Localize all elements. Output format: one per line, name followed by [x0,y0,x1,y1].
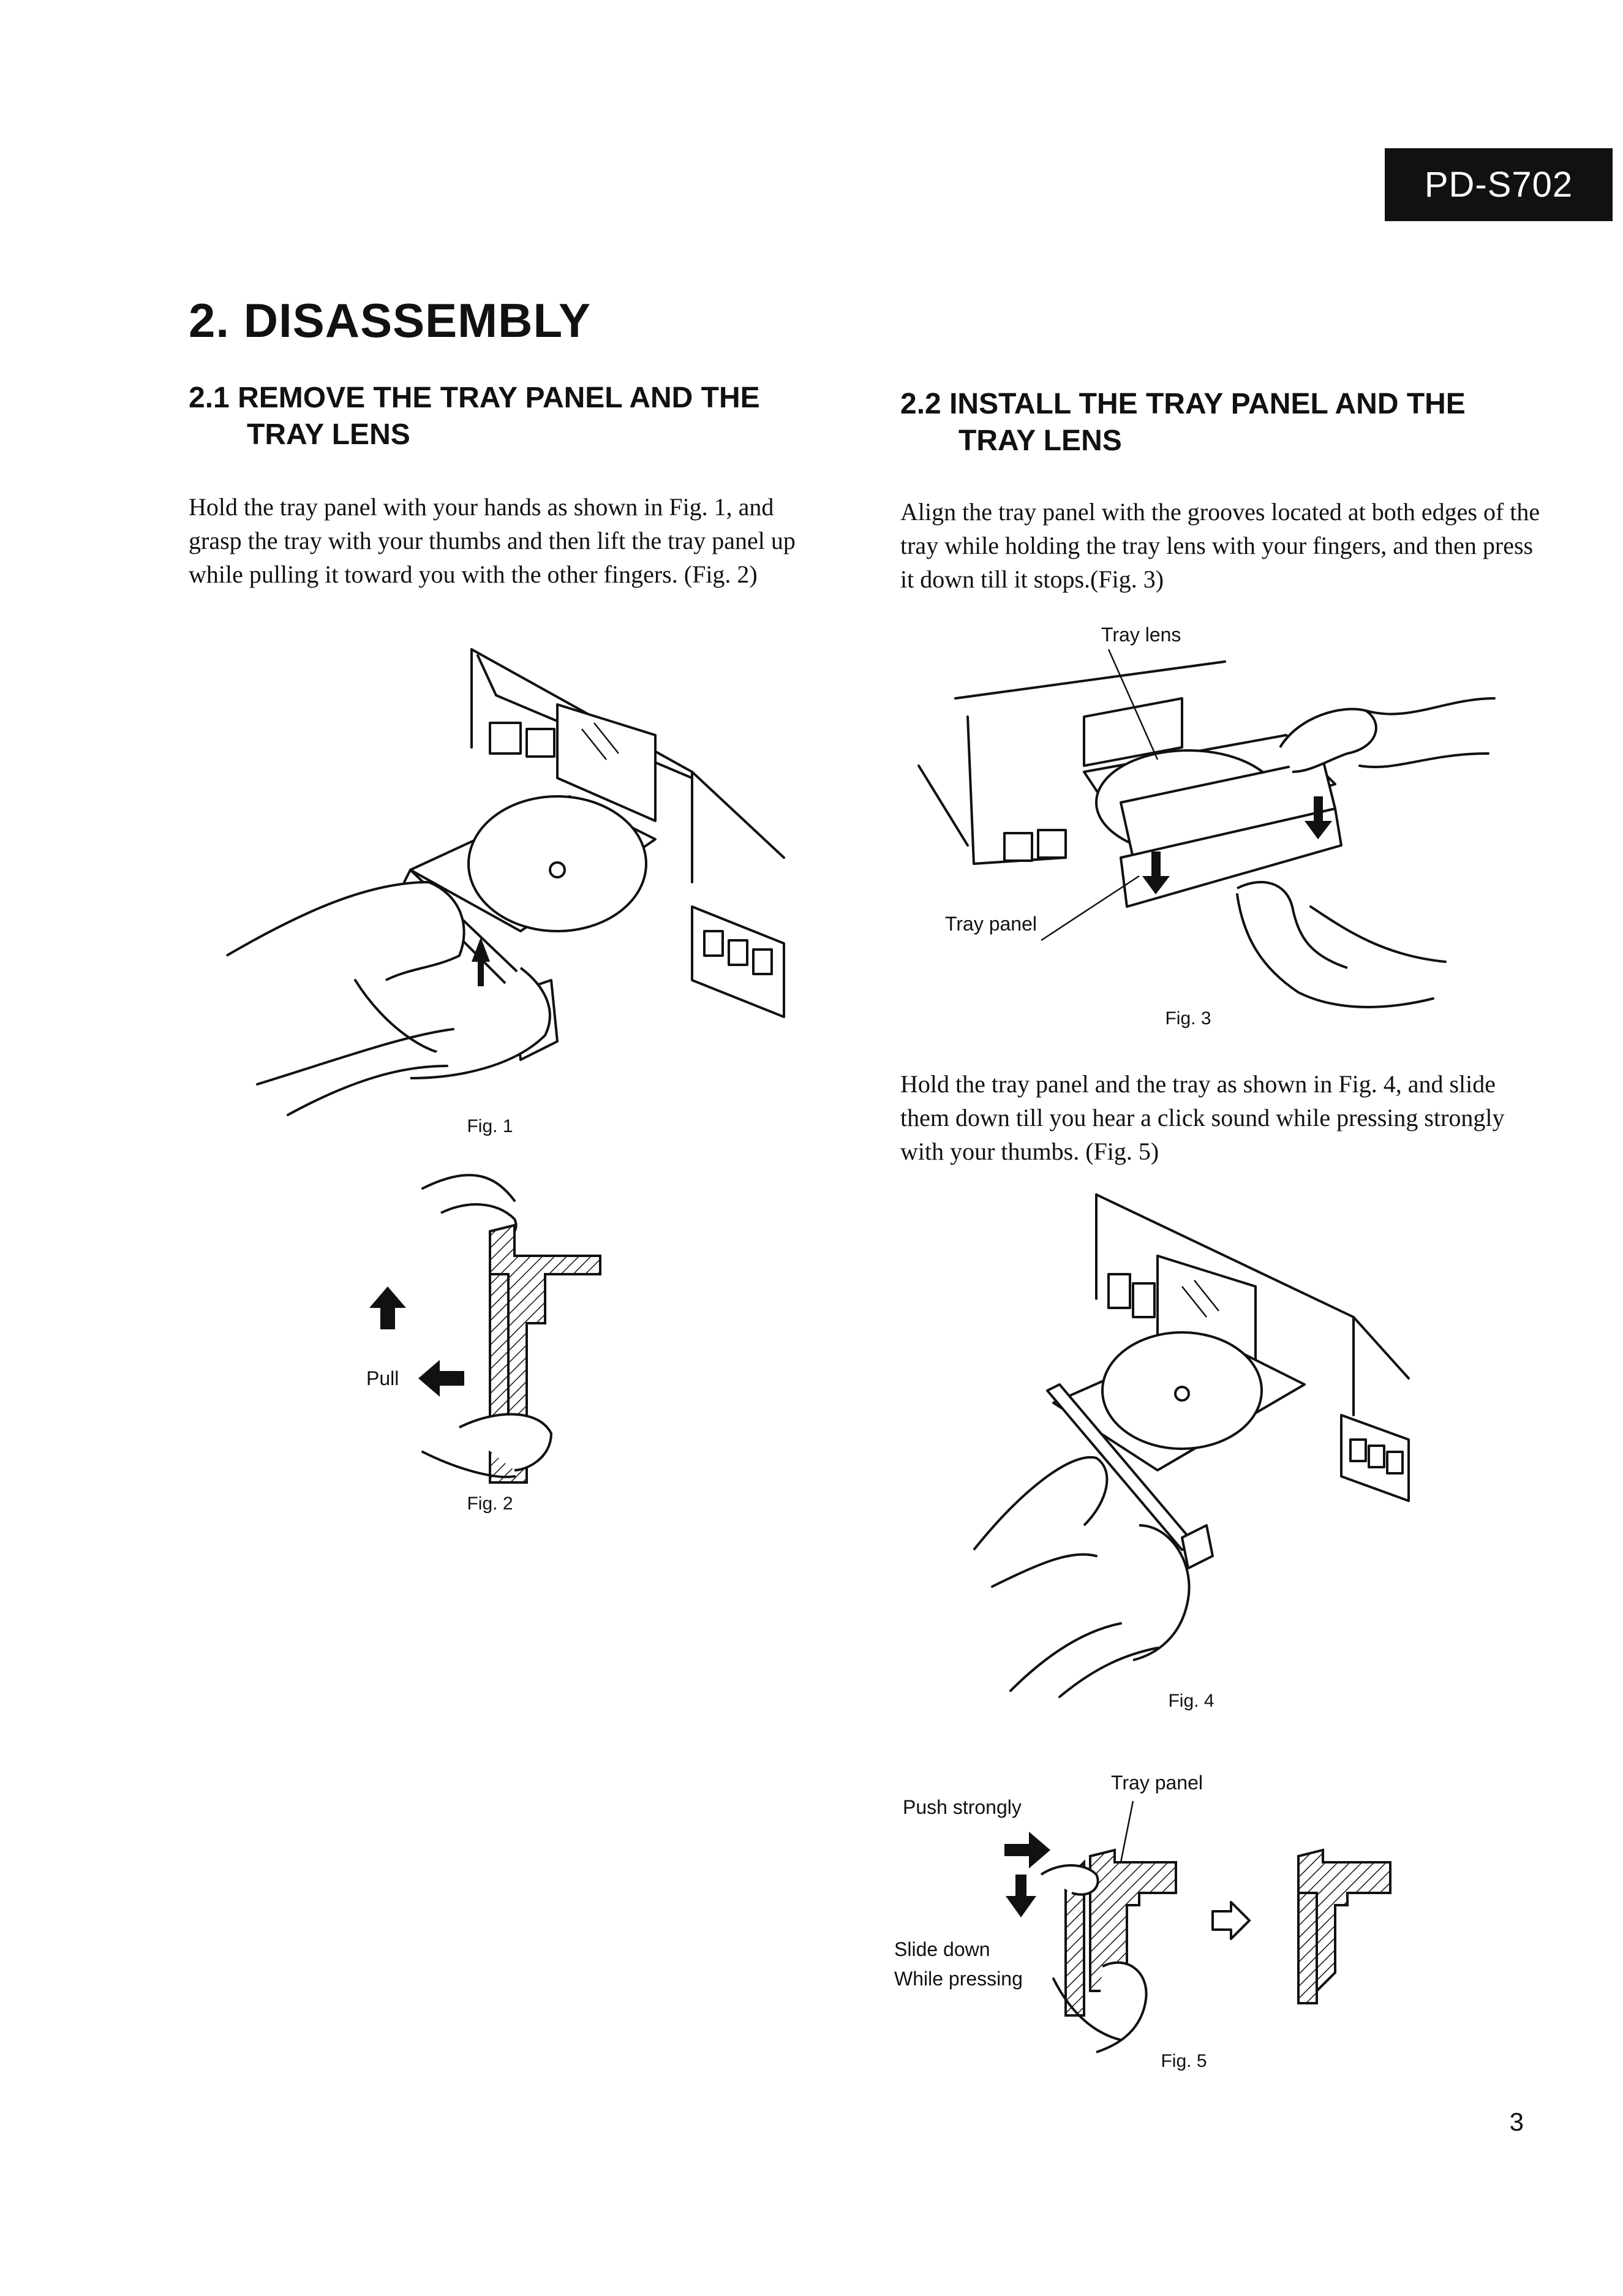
tray-panel [1120,758,1342,908]
chapter-title: 2. DISASSEMBLY [189,293,591,347]
section-2-2-title-line2: TRAY LENS [958,425,1122,457]
section-2-1-number: 2.1 [189,382,230,414]
disc-tray [1052,1331,1306,1471]
fig5-label-while: While pressing [894,1968,1023,1990]
model-badge: PD-S702 [1385,148,1613,221]
hands [1236,697,1496,1008]
fig4-caption: Fig. 4 [1168,1691,1214,1711]
section-2-1-title-line2: TRAY LENS [247,418,410,451]
fig2-label-pull: Pull [366,1367,399,1389]
section-2-1-title-line1: REMOVE THE TRAY PANEL AND THE [238,382,760,414]
disc-tray [409,795,657,932]
fig5-label-slide: Slide down [894,1938,990,1960]
cd-player-body [917,660,1226,865]
section-2-2-paragraph-2: Hold the tray panel and the tray as show… [900,1070,1505,1165]
fig2-illustration [421,1174,601,1484]
fig1-caption: Fig. 1 [467,1116,513,1136]
section-2-2-heading: 2.2 INSTALL THE TRAY PANEL AND THE TRAY … [900,386,1592,459]
fig3-label-tray-lens: Tray lens [1101,624,1181,646]
fig5-label-tray-panel: Tray panel [1111,1772,1203,1794]
pull-left-arrow-icon [418,1360,464,1397]
fig5-before [1040,1848,1177,2053]
section-2-2-title-line1: INSTALL THE TRAY PANEL AND THE [949,388,1466,420]
press-arrows [1142,796,1332,894]
fig5-label-push: Push strongly [903,1796,1022,1818]
section-2-1-paragraph: Hold the tray panel with your hands as s… [189,493,796,588]
cd-player-body [470,648,785,1018]
fig2-caption: Fig. 2 [467,1494,513,1514]
tray-panel [1046,1383,1214,1569]
hands [973,1456,1191,1698]
page-number: 3 [1509,2107,1524,2136]
fig5-illustration [1004,1800,1391,2053]
lift-arrow [472,937,490,986]
next-arrow-icon [1211,1901,1251,1940]
hands [225,881,551,1116]
fig3-label-tray-panel: Tray panel [945,913,1037,935]
fig1-illustration [225,648,785,1116]
fig3-illustration [917,649,1496,1008]
fig3-caption: Fig. 3 [1165,1008,1211,1029]
fig5-after [1297,1848,1391,2004]
section-2-2-paragraph-1: Align the tray panel with the grooves lo… [900,498,1540,593]
section-2-2-number: 2.2 [900,388,941,420]
fig4-illustration [973,1193,1410,1698]
pull-up-arrow-icon [369,1286,406,1329]
section-2-1-heading: 2.1 REMOVE THE TRAY PANEL AND THE TRAY L… [189,380,862,453]
fig5-caption: Fig. 5 [1161,2051,1207,2071]
